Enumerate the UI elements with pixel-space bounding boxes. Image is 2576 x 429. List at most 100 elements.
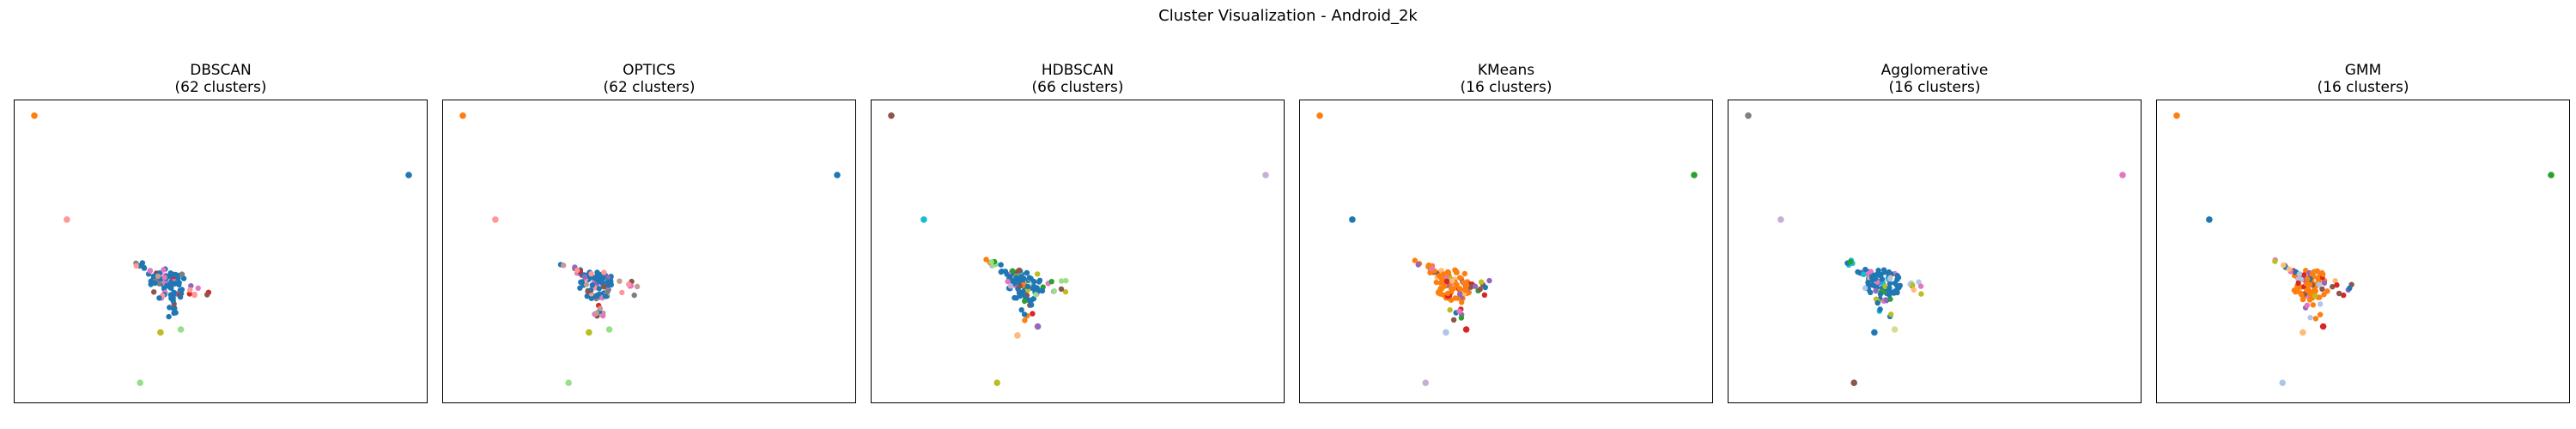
cluster-point xyxy=(626,281,632,287)
cluster-point xyxy=(1868,269,1874,275)
cluster-point xyxy=(147,268,153,274)
subplot-title-count: (62 clusters) xyxy=(174,79,267,96)
cluster-point xyxy=(1436,273,1443,279)
cluster-point xyxy=(169,281,175,287)
scatter-plot xyxy=(31,112,412,387)
cluster-point xyxy=(1862,266,1868,273)
subplot-title: DBSCAN(62 clusters) xyxy=(15,62,427,96)
outlier-point xyxy=(1014,332,1021,339)
scatter-axes xyxy=(1728,100,2142,403)
cluster-point xyxy=(617,278,623,284)
cluster-point xyxy=(1869,282,1876,288)
cluster-point xyxy=(1873,287,1879,294)
cluster-point xyxy=(581,274,588,280)
cluster-point xyxy=(2295,280,2301,287)
cluster-point xyxy=(619,289,625,296)
scatter-plot xyxy=(888,112,1269,387)
cluster-point xyxy=(2318,301,2324,307)
cluster-point xyxy=(1882,283,1888,289)
cluster-point xyxy=(1048,279,1054,285)
subplot-title-count: (16 clusters) xyxy=(1888,79,1981,96)
scatter-axes xyxy=(14,100,428,403)
cluster-point xyxy=(577,285,583,291)
cluster-point xyxy=(1481,292,1488,298)
cluster-point xyxy=(1463,282,1470,288)
cluster-point xyxy=(1012,277,1018,283)
cluster-point xyxy=(1443,278,1450,284)
outlier-point xyxy=(2173,112,2180,119)
cluster-point xyxy=(605,275,611,281)
cluster-point xyxy=(1886,269,1893,275)
cluster-point xyxy=(161,275,167,281)
cluster-point xyxy=(177,294,184,300)
cluster-point xyxy=(1029,302,1035,308)
cluster-point xyxy=(988,259,994,265)
cluster-point xyxy=(1458,315,1465,321)
scatter-plot xyxy=(2173,112,2555,387)
cluster-point xyxy=(1910,282,1916,288)
cluster-point xyxy=(1917,283,1924,289)
cluster-point xyxy=(602,293,609,299)
cluster-point xyxy=(1425,262,1432,269)
outlier-point xyxy=(1777,216,1784,223)
cluster-point xyxy=(1452,295,1458,301)
scatter-plot xyxy=(1745,112,2126,387)
cluster-point xyxy=(1450,317,1457,323)
cluster-point xyxy=(1886,275,1893,282)
cluster-point xyxy=(1877,291,1884,297)
cluster-point xyxy=(574,267,580,274)
cluster-point xyxy=(593,310,599,317)
cluster-point xyxy=(1456,291,1463,297)
cluster-point xyxy=(1894,283,1900,289)
subplot-title-method: Agglomerative xyxy=(1880,62,1989,79)
cluster-point xyxy=(1916,279,1922,285)
cluster-point xyxy=(1865,280,1871,286)
cluster-point xyxy=(166,313,172,320)
cluster-point xyxy=(1022,298,1028,305)
cluster-point xyxy=(983,257,989,263)
subplot-title-count: (16 clusters) xyxy=(1460,79,1552,96)
cluster-point xyxy=(1450,286,1457,292)
outlier-point xyxy=(2319,323,2327,330)
cluster-point xyxy=(1058,286,1065,293)
cluster-point xyxy=(204,292,210,298)
scatter-axes xyxy=(2156,100,2570,403)
cluster-point xyxy=(2321,280,2328,287)
cluster-point xyxy=(1872,275,1878,282)
cluster-point xyxy=(164,282,170,289)
cluster-point xyxy=(1874,271,1880,277)
cluster-point xyxy=(1445,270,1452,276)
cluster-point xyxy=(578,279,584,286)
subplot-title-count: (62 clusters) xyxy=(603,79,696,96)
cluster-point xyxy=(1009,268,1016,274)
outlier-point xyxy=(2119,172,2126,178)
cluster-point xyxy=(601,269,607,275)
subplot-title: GMM(16 clusters) xyxy=(2157,62,2569,96)
cluster-point xyxy=(2286,266,2292,272)
cluster-point xyxy=(1437,285,1443,292)
outlier-point xyxy=(1443,329,1449,336)
cluster-point xyxy=(171,289,177,295)
cluster-point xyxy=(1441,271,1447,277)
cluster-point xyxy=(2315,275,2321,281)
cluster-point xyxy=(1002,269,1009,275)
cluster-point xyxy=(1445,290,1451,297)
cluster-point xyxy=(2291,287,2298,293)
outlier-point xyxy=(1745,112,1752,119)
cluster-point xyxy=(195,285,201,291)
cluster-point xyxy=(1029,297,1035,303)
cluster-point xyxy=(1035,271,1041,277)
cluster-point xyxy=(2312,316,2319,322)
outlier-point xyxy=(64,216,70,223)
cluster-point xyxy=(1880,267,1887,273)
cluster-point xyxy=(1918,291,1924,297)
cluster-point xyxy=(1886,285,1893,291)
cluster-point xyxy=(1016,289,1023,296)
cluster-point xyxy=(596,286,602,292)
subplot-title-method: GMM xyxy=(2344,62,2382,79)
scatter-axes xyxy=(871,100,1285,403)
cluster-point xyxy=(171,310,177,317)
cluster-point xyxy=(1033,292,1039,298)
outlier-point xyxy=(1691,172,1698,178)
outlier-point xyxy=(1034,323,1042,330)
